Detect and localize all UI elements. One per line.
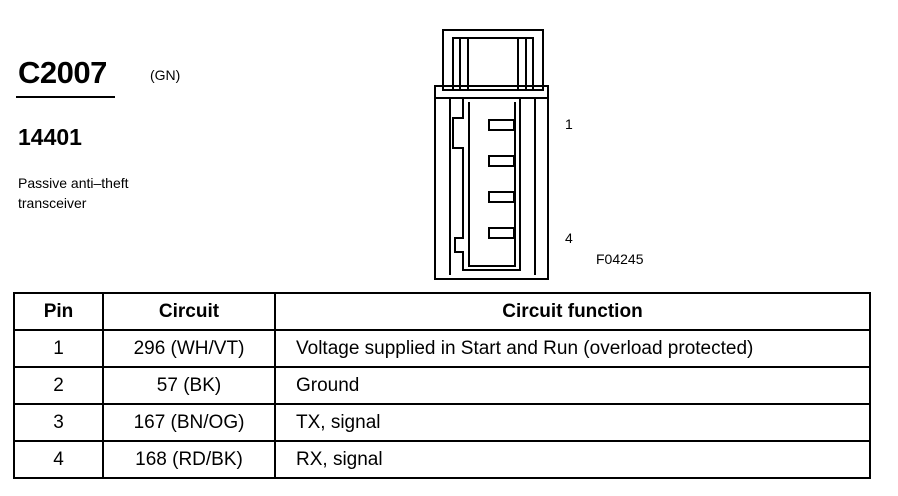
pin-label-last: 4 bbox=[565, 230, 573, 246]
component-description: Passive anti–theft transceiver bbox=[18, 175, 129, 211]
connector-face-diagram bbox=[434, 29, 549, 280]
pin-terminal bbox=[488, 155, 515, 167]
connector-latch-post-right bbox=[517, 37, 527, 91]
cell-function: TX, signal bbox=[274, 403, 871, 442]
cell-circuit: 57 (BK) bbox=[102, 366, 276, 405]
figure-code: F04245 bbox=[596, 251, 644, 267]
cell-circuit: 167 (BN/OG) bbox=[102, 403, 276, 442]
pin-terminal bbox=[488, 119, 515, 131]
connector-cavity-inner bbox=[468, 102, 516, 267]
table-row: 1 296 (WH/VT) Voltage supplied in Start … bbox=[13, 329, 871, 368]
cell-circuit: 296 (WH/VT) bbox=[102, 329, 276, 368]
table-row: 4 168 (RD/BK) RX, signal bbox=[13, 440, 871, 479]
connector-id-underline bbox=[16, 96, 115, 98]
cell-pin: 4 bbox=[13, 440, 104, 479]
pin-terminal bbox=[488, 227, 515, 239]
cell-function: Ground bbox=[274, 366, 871, 405]
table-row: 3 167 (BN/OG) TX, signal bbox=[13, 403, 871, 442]
connector-latch-inner bbox=[452, 37, 534, 91]
connector-id: C2007 bbox=[18, 55, 107, 90]
connector-latch-post-left bbox=[459, 37, 469, 91]
cell-pin: 3 bbox=[13, 403, 104, 442]
cell-function: RX, signal bbox=[274, 440, 871, 479]
connector-color-code: (GN) bbox=[150, 67, 181, 83]
connector-cavity-outline bbox=[452, 98, 521, 271]
connector-body-outer bbox=[434, 85, 549, 280]
pinout-table: Pin Circuit Circuit function 1 296 (WH/V… bbox=[13, 292, 871, 479]
part-number: 14401 bbox=[18, 124, 82, 150]
table-header-row: Pin Circuit Circuit function bbox=[13, 292, 871, 331]
pin-label-first: 1 bbox=[565, 116, 573, 132]
header-pin: Pin bbox=[13, 292, 104, 331]
cell-pin: 1 bbox=[13, 329, 104, 368]
header-circuit: Circuit bbox=[102, 292, 276, 331]
cell-function: Voltage supplied in Start and Run (overl… bbox=[274, 329, 871, 368]
cell-pin: 2 bbox=[13, 366, 104, 405]
table-row: 2 57 (BK) Ground bbox=[13, 366, 871, 405]
header-circuit-function: Circuit function bbox=[274, 292, 871, 331]
pin-terminal bbox=[488, 191, 515, 203]
cell-circuit: 168 (RD/BK) bbox=[102, 440, 276, 479]
